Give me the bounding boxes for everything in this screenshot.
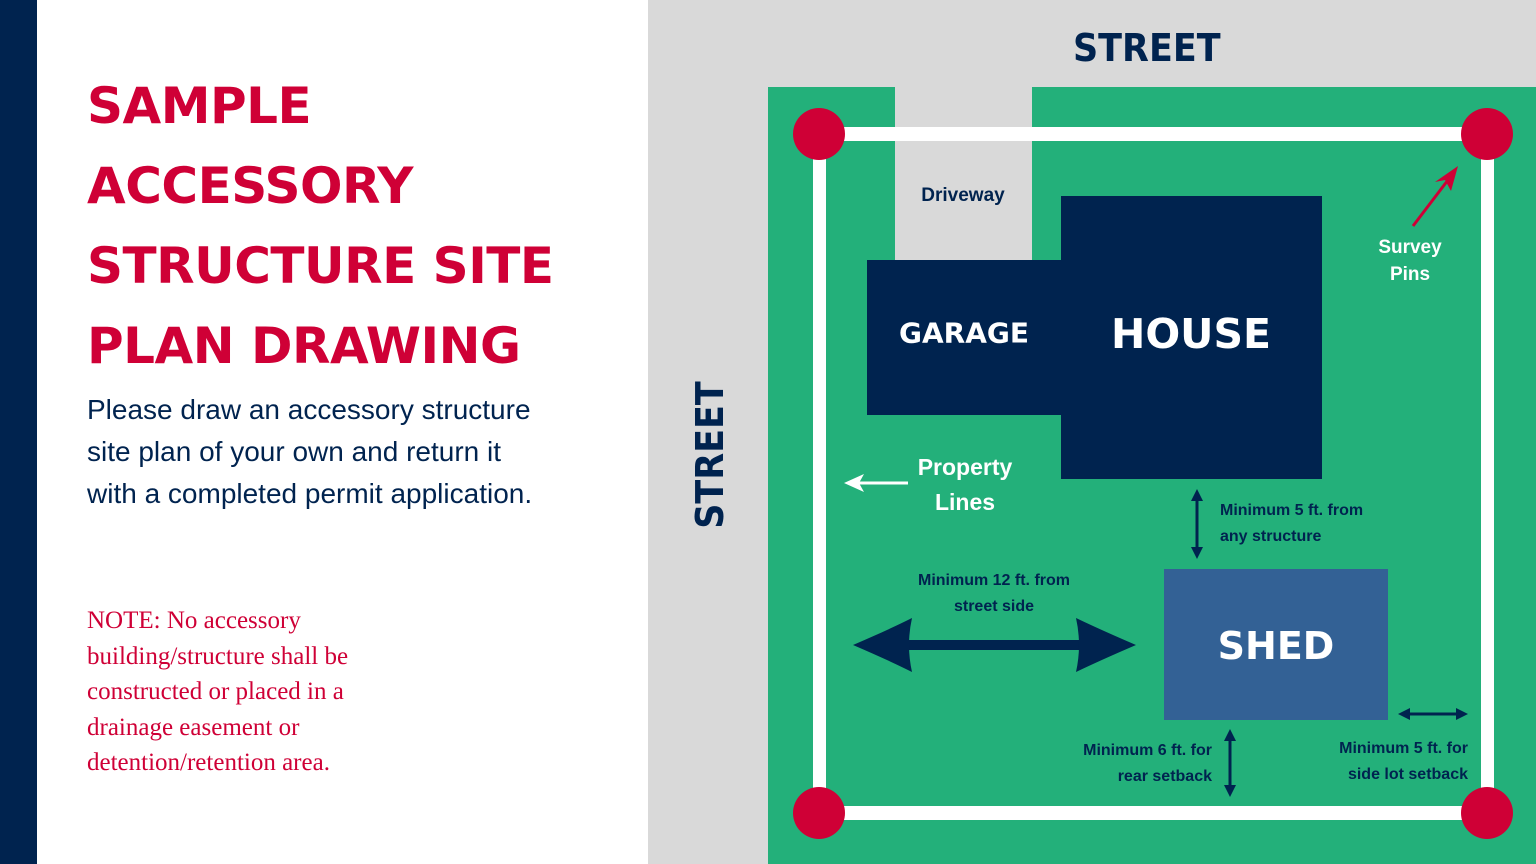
survey-pin-bottom-left [793, 787, 845, 839]
double-arrow-horizontal-large-icon [853, 618, 1136, 672]
setback-label-line: Minimum 12 ft. from [917, 572, 1070, 589]
double-arrow-horizontal-icon [1398, 708, 1468, 720]
setback-label-line: any structure [1220, 527, 1322, 545]
setback-label-line: street side [953, 597, 1035, 615]
house-label: HOUSE [1111, 310, 1271, 358]
instructions-text: Please draw an accessory structure site … [87, 389, 607, 515]
setback-label-line: Minimum 5 ft. for [1339, 740, 1468, 757]
instructions-line: Please draw an accessory structure [87, 394, 531, 425]
instructions-line: with a completed permit application. [87, 478, 533, 509]
property-line-bottom [819, 806, 1487, 820]
left-panel [37, 0, 648, 864]
setback-label-line: rear setback [1117, 767, 1212, 785]
property-lines-label-line: Lines [934, 489, 996, 515]
title-line: PLAN DRAWING [87, 317, 521, 375]
driveway-label: Driveway [921, 185, 1005, 206]
note-line: detention/retention area. [87, 749, 330, 776]
setback-label-rear: Minimum 6 ft. for rear setback [1038, 738, 1212, 789]
survey-pins-arrow-icon [1411, 166, 1458, 227]
navy-side-bar [0, 0, 37, 864]
shed-block [1164, 569, 1388, 720]
setback-label-side-lot: Minimum 5 ft. for side lot setback [1300, 736, 1468, 787]
diagram-arrows [844, 166, 1468, 797]
garage-block [867, 260, 1061, 415]
page-title: SAMPLE ACCESSORY STRUCTURE SITE PLAN DRA… [87, 66, 627, 386]
setback-label-line: Minimum 6 ft. for [1083, 742, 1212, 759]
shed-label: SHED [1217, 624, 1335, 668]
setback-label-line: Minimum 5 ft. from [1220, 502, 1364, 519]
instructions-line: site plan of your own and return it [87, 436, 502, 467]
note-text: NOTE: No accessory building/structure sh… [87, 603, 487, 781]
note-line: building/structure shall be [87, 642, 349, 670]
survey-pin-top-left [793, 108, 845, 160]
survey-pin-bottom-right [1461, 787, 1513, 839]
property-line-right [1481, 134, 1494, 812]
note-line: NOTE: No accessory [87, 607, 301, 634]
survey-pins-label: Survey Pins [1360, 234, 1460, 288]
site-plan-diagram: STREET STREET Driveway GARAGE HOUSE SHED… [648, 0, 1536, 864]
survey-pins-label-line: Pins [1389, 264, 1431, 285]
note-line: constructed or placed in a [87, 678, 344, 705]
survey-pin-top-right [1461, 108, 1513, 160]
garage-label: GARAGE [899, 316, 1029, 350]
house-block [1061, 196, 1322, 479]
street-label-top: STREET [1073, 26, 1221, 70]
property-lines-arrow-icon [844, 474, 908, 492]
property-line-top [819, 127, 1487, 141]
double-arrow-vertical-icon [1224, 729, 1236, 797]
survey-pins-label-line: Survey [1378, 237, 1442, 258]
setback-label-structure: Minimum 5 ft. from any structure [1220, 498, 1363, 549]
note-line: drainage easement or [87, 713, 300, 741]
setback-label-street-side: Minimum 12 ft. from street side [894, 568, 1094, 619]
title-line: ACCESSORY [87, 157, 414, 215]
setback-label-line: side lot setback [1347, 765, 1468, 783]
double-arrow-vertical-icon [1191, 489, 1203, 559]
property-lines-label-line: Property [917, 454, 1013, 480]
title-line: STRUCTURE SITE [87, 237, 554, 295]
title-line: SAMPLE [87, 77, 312, 135]
property-line-left [813, 134, 826, 812]
property-lines-label: Property Lines [900, 450, 1030, 520]
